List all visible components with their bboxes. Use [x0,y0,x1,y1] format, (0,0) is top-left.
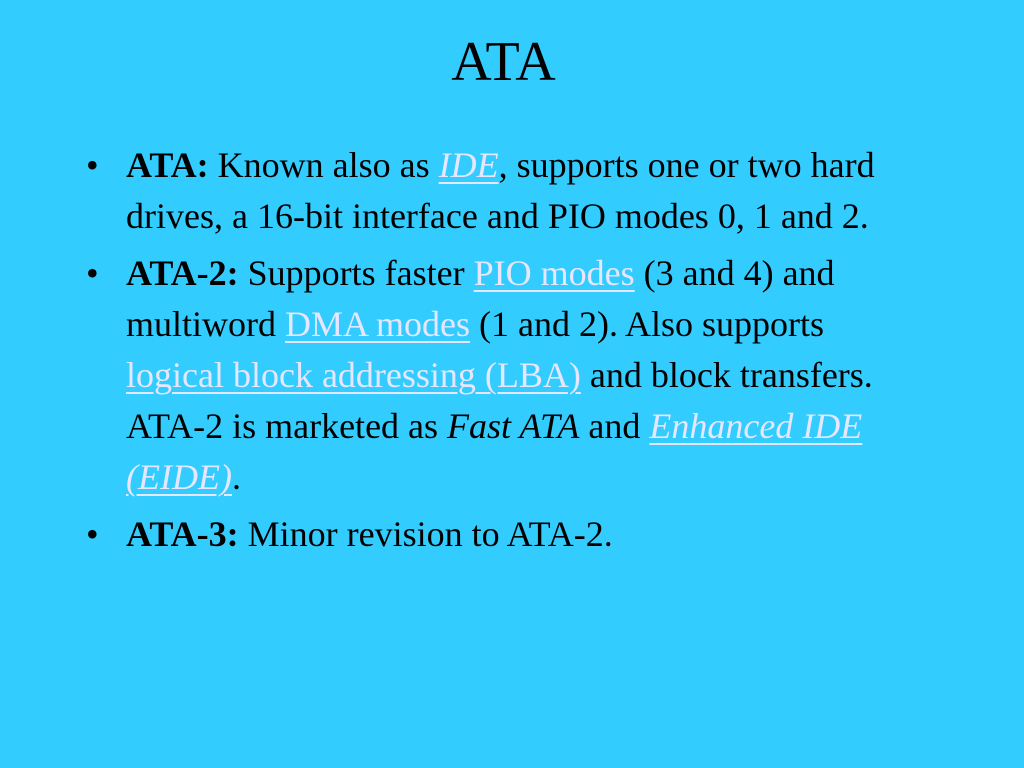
bullet-term: ATA: [126,145,209,185]
bullet-text: Supports faster [238,253,474,293]
ide-link[interactable]: IDE [438,145,499,185]
bullet-term: ATA-2: [126,253,239,293]
bullet-text: (3 and 4) and multiword [126,253,835,344]
lba-link[interactable]: logical block addressing (LBA) [126,355,581,395]
bullet-list: • ATA: Known also as IDE, supports one o… [80,140,920,566]
bullet-icon: • [86,253,99,293]
bullet-text: (1 and 2). Also supports [470,304,825,344]
eide-link[interactable]: Enhanced IDE (EIDE) [126,406,863,497]
bullet-icon: • [86,514,99,554]
dma-modes-link[interactable]: DMA modes [285,304,471,344]
bullet-text: Known also as [208,145,439,185]
fast-ata-emphasis: Fast ATA [447,406,580,446]
bullet-icon: • [86,145,99,185]
bullet-item-ata-2: • ATA-2: Supports faster PIO modes (3 an… [80,248,920,503]
pio-modes-link[interactable]: PIO modes [473,253,635,293]
bullet-item-ata: • ATA: Known also as IDE, supports one o… [80,140,920,242]
slide-title: ATA [451,31,556,93]
bullet-text: Minor revision to ATA-2. [238,514,613,554]
bullet-text: and block transfers. ATA-2 is marketed a… [126,355,873,446]
bullet-item-ata-3: • ATA-3: Minor revision to ATA-2. [80,509,920,560]
bullet-text: and [579,406,650,446]
bullet-term: ATA-3: [126,514,239,554]
bullet-text: . [231,457,241,497]
bullet-text: , supports one or two hard drives, a 16-… [126,145,875,236]
